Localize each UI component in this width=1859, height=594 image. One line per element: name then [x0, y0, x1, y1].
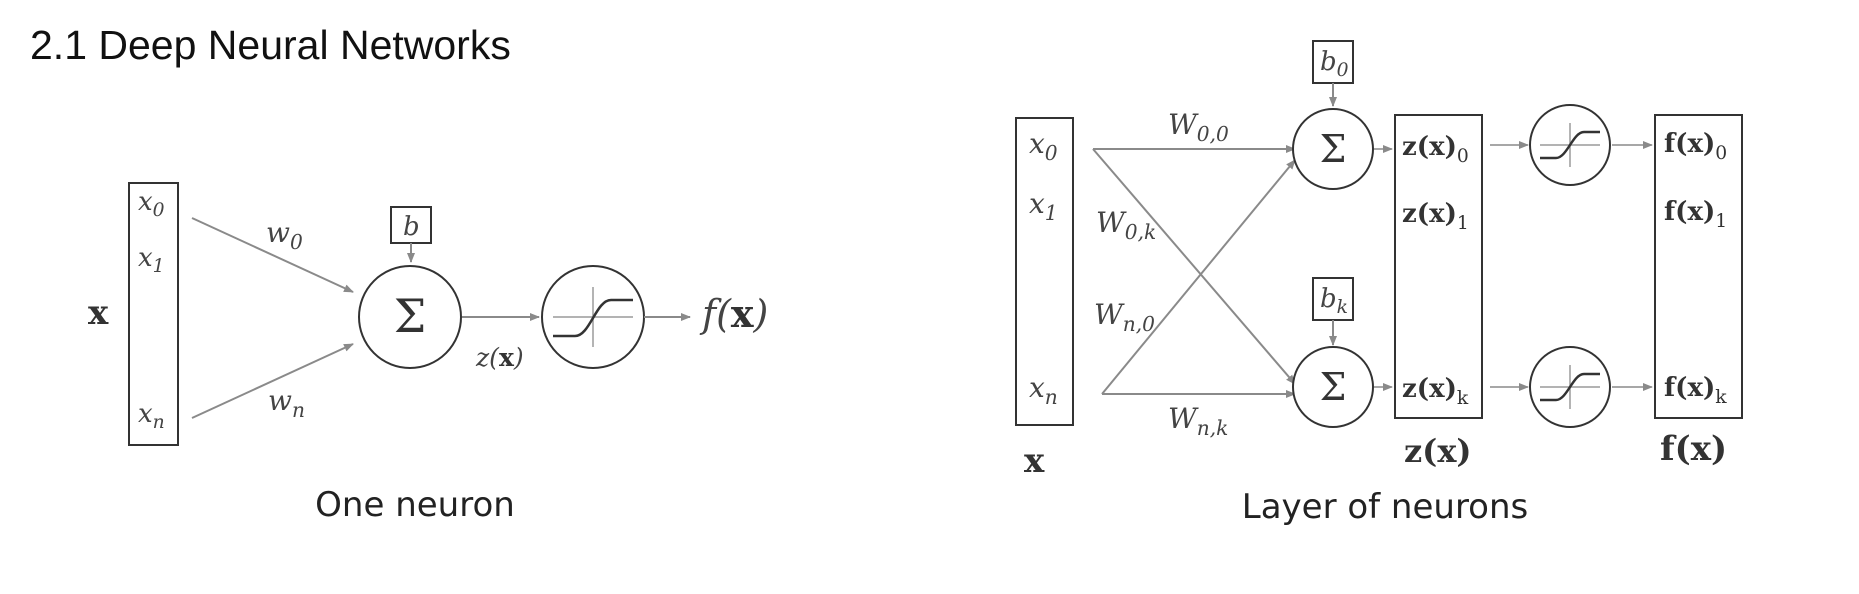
layer-input-vector-label: x: [1024, 441, 1045, 481]
bias-b0: b0: [1320, 47, 1349, 81]
weight-W0k: W0,k: [1096, 206, 1156, 244]
summation-node: [358, 265, 462, 369]
z-vector-box: [1394, 114, 1483, 419]
input-vector-box: [128, 182, 179, 446]
f-vector-box: [1654, 114, 1743, 419]
weight-W00: W0,0: [1168, 108, 1229, 146]
f-output-k: f(x)k: [1664, 373, 1727, 408]
activation-node-k: [1529, 346, 1611, 428]
bias-bk-box: [1312, 277, 1354, 321]
input-vector-label: x: [88, 293, 109, 333]
arrow-w0k: [1092, 148, 1296, 385]
z-output-k: z(x)k: [1402, 374, 1469, 409]
summation-node-0: [1292, 108, 1374, 190]
input-x1: x1: [138, 243, 165, 277]
input-xn: xn: [138, 399, 165, 433]
sum-icon-0: Σ: [1320, 127, 1347, 171]
weight-w0: w0: [266, 216, 303, 254]
pre-activation-label: z(x): [475, 343, 524, 372]
bias-box: [390, 206, 432, 244]
caption-layer: Layer of neurons: [1242, 487, 1529, 527]
layer-diagram: x0 x1 xn x W0,0 W0,k Wn,0 Wn,k b0 bk Σ Σ…: [1015, 40, 1743, 527]
weight-Wnk: Wn,k: [1168, 402, 1228, 440]
bias-b0-box: [1312, 40, 1354, 84]
weight-Wn0: Wn,0: [1094, 298, 1155, 336]
sigmoid-icon-k: [1540, 372, 1600, 402]
layer-input-xn: xn: [1029, 371, 1058, 409]
activation-node: [541, 265, 645, 369]
f-vector-label: f(x): [1660, 429, 1727, 469]
z-vector-label: z(x): [1404, 432, 1472, 470]
bias-label: b: [403, 212, 420, 242]
activation-node-0: [1529, 104, 1611, 186]
layer-input-x1: x1: [1029, 187, 1058, 225]
f-output-0: f(x)0: [1664, 129, 1727, 164]
sum-icon-k: Σ: [1320, 365, 1347, 409]
layer-input-box: [1015, 117, 1074, 426]
z-output-1: z(x)1: [1402, 199, 1469, 234]
bias-bk: bk: [1320, 284, 1348, 318]
page-title: 2.1 Deep Neural Networks: [30, 22, 511, 68]
output-label: f(x): [699, 291, 768, 336]
layer-input-x0: x0: [1029, 127, 1058, 165]
input-x0: x0: [138, 187, 165, 221]
f-output-1: f(x)1: [1664, 197, 1727, 232]
weight-wn: wn: [268, 384, 305, 422]
summation-node-k: [1292, 346, 1374, 428]
one-neuron-diagram: x x0 x1 xn w0 wn b Σ z(x) f(x) One neuro…: [88, 182, 768, 525]
arrow-wn0: [1101, 159, 1296, 395]
sigmoid-icon: [553, 298, 633, 338]
z-output-0: z(x)0: [1402, 132, 1469, 167]
sum-icon: Σ: [394, 289, 427, 343]
caption-one-neuron: One neuron: [315, 485, 515, 525]
sigmoid-icon-0: [1540, 130, 1600, 160]
weight-arrow-wn: [191, 343, 354, 419]
weight-arrow-w0: [191, 217, 354, 293]
